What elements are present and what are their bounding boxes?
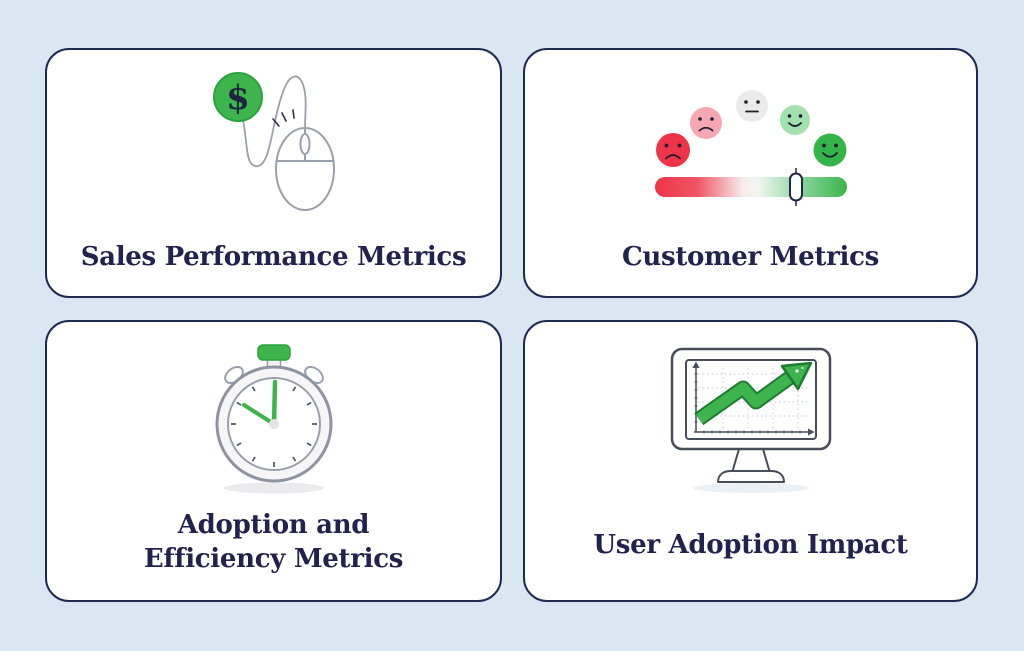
- dial-center: [268, 419, 279, 429]
- card-title-line-2: Efficiency Metrics: [143, 544, 404, 574]
- monitor-growth-chart-icon: [670, 347, 831, 493]
- sad-face-icon: [689, 107, 722, 139]
- minute-hand: [271, 379, 277, 427]
- card-title: Customer Metrics: [622, 242, 879, 272]
- monitor-stand: [716, 448, 785, 483]
- satisfaction-slider-track: [654, 177, 847, 197]
- stopwatch-shadow: [223, 482, 324, 494]
- card-sales-performance-metrics: $ Sales Performance Metrics: [45, 48, 502, 298]
- card-title-line-1: Adoption and: [177, 510, 370, 540]
- card-title: User Adoption Impact: [593, 530, 908, 560]
- slider-handle: [788, 172, 803, 202]
- neutral-face-icon: [735, 90, 768, 122]
- card-user-adoption-impact: User Adoption Impact: [523, 320, 978, 602]
- hour-hand: [241, 403, 276, 426]
- smile-face-icon: [779, 105, 810, 135]
- dollar-sign: $: [226, 78, 250, 118]
- dial-tick-marks: [230, 381, 317, 467]
- card-customer-metrics: Customer Metrics: [523, 48, 978, 298]
- dollar-coin-mouse-icon: $: [212, 72, 335, 211]
- stopwatch-button: [256, 344, 291, 361]
- happy-face-icon: [813, 133, 846, 167]
- card-adoption-efficiency-metrics: Adoption and Efficiency Metrics: [45, 320, 502, 602]
- growth-arrow: [694, 361, 812, 426]
- dollar-coin: [212, 72, 263, 122]
- stopwatch-icon: [215, 344, 332, 494]
- card-title: Adoption and Efficiency Metrics: [47, 508, 500, 576]
- computer-mouse: [274, 127, 335, 211]
- angry-face-icon: [655, 133, 690, 167]
- card-title: Sales Performance Metrics: [80, 242, 467, 272]
- click-sparks-icon: [271, 109, 295, 127]
- satisfaction-scale-icon: [654, 90, 847, 206]
- mouse-cord: [241, 75, 307, 167]
- monitor-shadow: [692, 483, 809, 493]
